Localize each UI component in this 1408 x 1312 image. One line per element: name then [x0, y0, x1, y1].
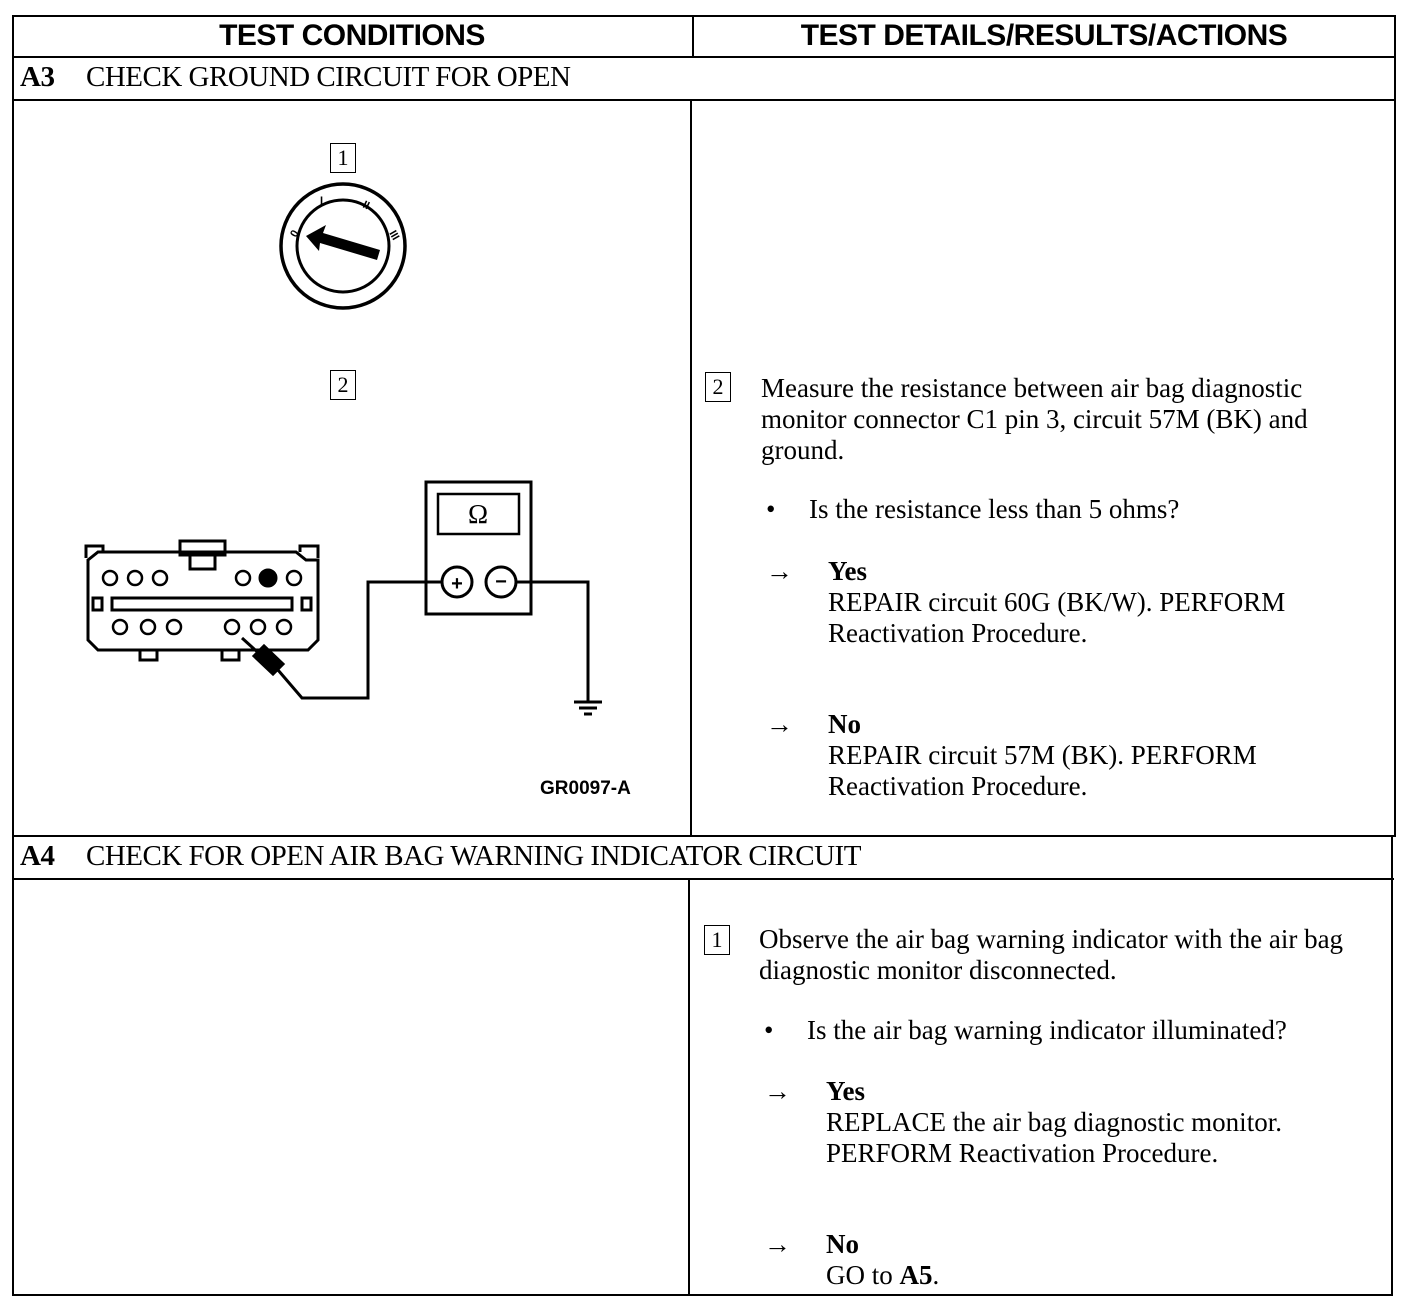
- a4-bullet: •: [764, 1015, 774, 1045]
- a4-question: Is the air bag warning indicator illumin…: [807, 1015, 1287, 1045]
- a4-yes-arrow: →: [764, 1076, 791, 1106]
- a3-no-action: REPAIR circuit 57M (BK). PERFORM Reactiv…: [828, 740, 1257, 801]
- a4-no-action-end: .: [932, 1260, 940, 1290]
- figure-step-1-label: 1: [330, 143, 356, 173]
- ohm-symbol: Ω: [468, 499, 488, 529]
- header-test-details: TEST DETAILS/RESULTS/ACTIONS: [800, 19, 1288, 52]
- a4-answer-no: No GO to A5.: [826, 1229, 1366, 1291]
- a4-step-number: 1: [704, 925, 730, 955]
- ohmmeter-icon: [424, 480, 533, 616]
- a3-question: Is the resistance less than 5 ohms?: [809, 494, 1180, 524]
- ground-symbol-icon: [574, 700, 602, 716]
- section-a4-title: A4 CHECK FOR OPEN AIR BAG WARNING INDICAT…: [20, 840, 861, 873]
- section-a4-id: A4: [20, 840, 55, 872]
- a3-bullet: •: [766, 494, 776, 524]
- a3-yes-label: Yes: [828, 556, 867, 586]
- a4-no-label: No: [826, 1229, 859, 1259]
- a3-yes-arrow: →: [766, 556, 793, 586]
- a4-yes-action: REPLACE the air bag diagnostic monitor. …: [826, 1107, 1282, 1168]
- figure-step-2-label: 2: [330, 370, 356, 400]
- a4-answer-yes: Yes REPLACE the air bag diagnostic monit…: [826, 1076, 1366, 1169]
- section-a4-heading: CHECK FOR OPEN AIR BAG WARNING INDICATOR…: [86, 840, 861, 872]
- a4-no-action-text: GO to: [826, 1260, 893, 1290]
- meter-minus-terminal: −: [495, 571, 507, 593]
- ignition-switch-icon: 0 I II III: [279, 182, 407, 310]
- a3-step-number: 2: [705, 372, 731, 402]
- a3-yes-action: REPAIR circuit 60G (BK/W). PERFORM React…: [828, 587, 1286, 648]
- svg-text:0: 0: [288, 228, 301, 239]
- a3-instruction: Measure the resistance between air bag d…: [761, 373, 1308, 465]
- section-a3-title: A3 CHECK GROUND CIRCUIT FOR OPEN: [20, 61, 571, 94]
- a4-no-arrow: →: [764, 1229, 791, 1259]
- figure-id: GR0097-A: [540, 778, 631, 799]
- a4-no-action: GO to A5.: [826, 1260, 1366, 1291]
- connector-c1-icon: [84, 539, 320, 662]
- a3-answer-yes: Yes REPAIR circuit 60G (BK/W). PERFORM R…: [828, 556, 1368, 649]
- a3-no-label: No: [828, 709, 861, 739]
- a3-answer-no: No REPAIR circuit 57M (BK). PERFORM Reac…: [828, 709, 1338, 802]
- test-leads: [240, 580, 590, 702]
- a4-yes-label: Yes: [826, 1076, 865, 1106]
- a4-instruction: Observe the air bag warning indicator wi…: [759, 924, 1344, 985]
- meter-plus-terminal: +: [451, 573, 463, 595]
- section-a3-id: A3: [20, 61, 55, 93]
- section-a3-heading: CHECK GROUND CIRCUIT FOR OPEN: [86, 61, 571, 93]
- svg-text:I: I: [320, 195, 323, 207]
- a3-no-arrow: →: [766, 709, 793, 739]
- svg-text:II: II: [361, 199, 372, 212]
- header-test-conditions: TEST CONDITIONS: [219, 19, 485, 52]
- a4-no-action-ref: A5: [899, 1260, 933, 1290]
